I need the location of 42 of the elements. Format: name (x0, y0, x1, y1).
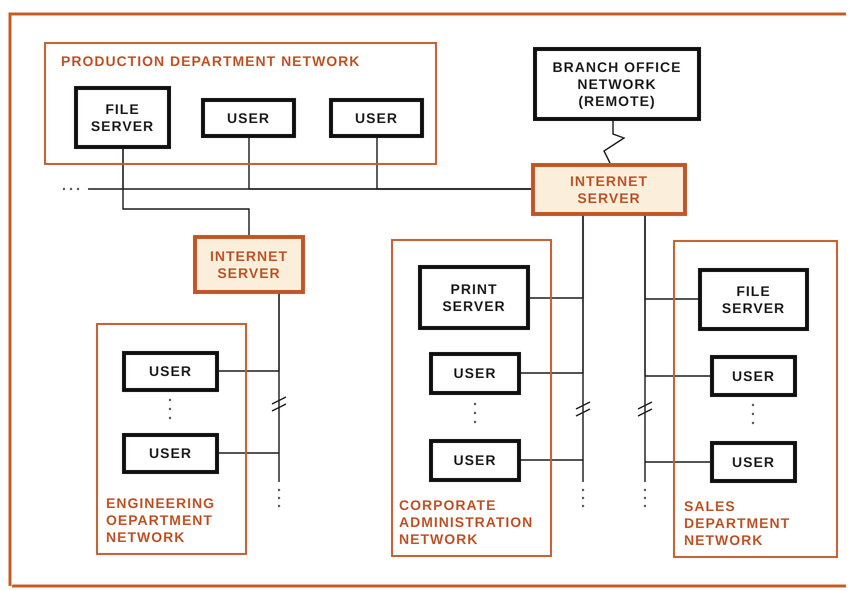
device-box (122, 351, 219, 392)
device-box (533, 47, 701, 121)
device-label: USER (149, 363, 192, 380)
device-box (122, 433, 219, 474)
device-label: USER (732, 368, 775, 384)
device-label: FILE SERVER (90, 100, 156, 134)
network-line (219, 294, 280, 454)
network-group-box (673, 240, 838, 558)
device-label: FILE SERVER (720, 282, 786, 316)
zigzag-link-line (603, 121, 626, 164)
device-label: INTERNET SERVER (209, 248, 289, 282)
network-line (122, 149, 250, 235)
device-label: PRINT SERVER (441, 280, 507, 314)
device-label: USER (227, 110, 270, 126)
network-group-box (96, 323, 247, 555)
device-label: INTERNET SERVER (569, 172, 649, 206)
device-box (698, 268, 809, 331)
network-group-box (44, 42, 437, 165)
network-line (376, 138, 531, 190)
device-label: USER (355, 110, 398, 126)
group-label: CORPORATE ADMINISTRATION NETWORK (399, 497, 534, 548)
server-box (531, 163, 687, 216)
device-box (74, 86, 171, 149)
device-box (418, 265, 530, 330)
device-label: USER (149, 445, 192, 462)
device-box (429, 439, 521, 482)
group-label: PRODUCTION DEPARTMENT NETWORK (61, 53, 362, 70)
device-box (201, 98, 296, 138)
device-box (429, 352, 521, 395)
device-box (710, 441, 797, 483)
group-label: SALES DEPARTMENT NETWORK (684, 498, 792, 549)
network-line (521, 216, 584, 461)
network-group-box (391, 239, 552, 557)
network-line (644, 216, 710, 463)
device-label: USER (454, 452, 496, 469)
device-label: USER (732, 454, 775, 470)
device-box (329, 98, 424, 138)
device-box (710, 355, 797, 397)
server-box (193, 235, 305, 294)
group-label: ENGINEERING OEPARTMENT NETWORK (106, 495, 216, 546)
device-label: BRANCH OFFICE NETWORK (REMOTE) (552, 58, 682, 110)
device-label: USER (454, 365, 496, 382)
